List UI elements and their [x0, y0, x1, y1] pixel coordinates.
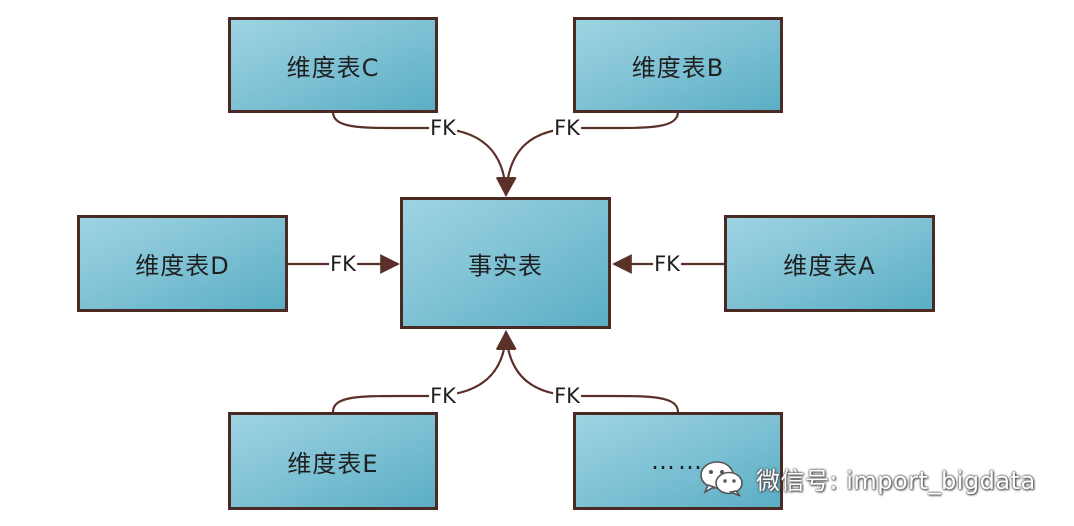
- fact-table: 事实表: [400, 197, 611, 329]
- dimension-table-d: 维度表D: [77, 215, 288, 312]
- dimension-table-d-label: 维度表D: [135, 252, 230, 280]
- fact-table-label: 事实表: [468, 251, 543, 280]
- dimension-table-a-label: 维度表A: [783, 252, 876, 280]
- connector-b: [496, 111, 680, 197]
- watermark-text: 微信号: import_bigdata: [756, 466, 1036, 495]
- dimension-table-a: 维度表A: [724, 215, 935, 312]
- dimension-table-c-label: 维度表C: [286, 53, 380, 82]
- wechat-watermark: 微信号: import_bigdata: [698, 458, 1036, 498]
- fk-label-more: FK: [553, 384, 581, 408]
- wechat-icon: [700, 461, 743, 497]
- connector-c: [331, 111, 516, 197]
- connector-more: [496, 330, 680, 413]
- dimension-table-c: 维度表C: [228, 17, 438, 113]
- connector-e: [331, 330, 516, 413]
- fk-label-b: FK: [553, 116, 581, 140]
- dimension-table-more: ……: [573, 412, 783, 510]
- dimension-table-b: 维度表B: [573, 17, 783, 113]
- dimension-table-e-label: 维度表E: [287, 449, 379, 478]
- dimension-table-more-label: ……: [651, 447, 705, 475]
- fk-label-d: FK: [329, 252, 357, 276]
- fk-label-a: FK: [653, 252, 681, 276]
- fk-label-e: FK: [429, 384, 457, 408]
- fk-label-c: FK: [429, 116, 457, 140]
- dimension-table-b-label: 维度表B: [631, 53, 725, 82]
- dimension-table-e: 维度表E: [228, 412, 438, 510]
